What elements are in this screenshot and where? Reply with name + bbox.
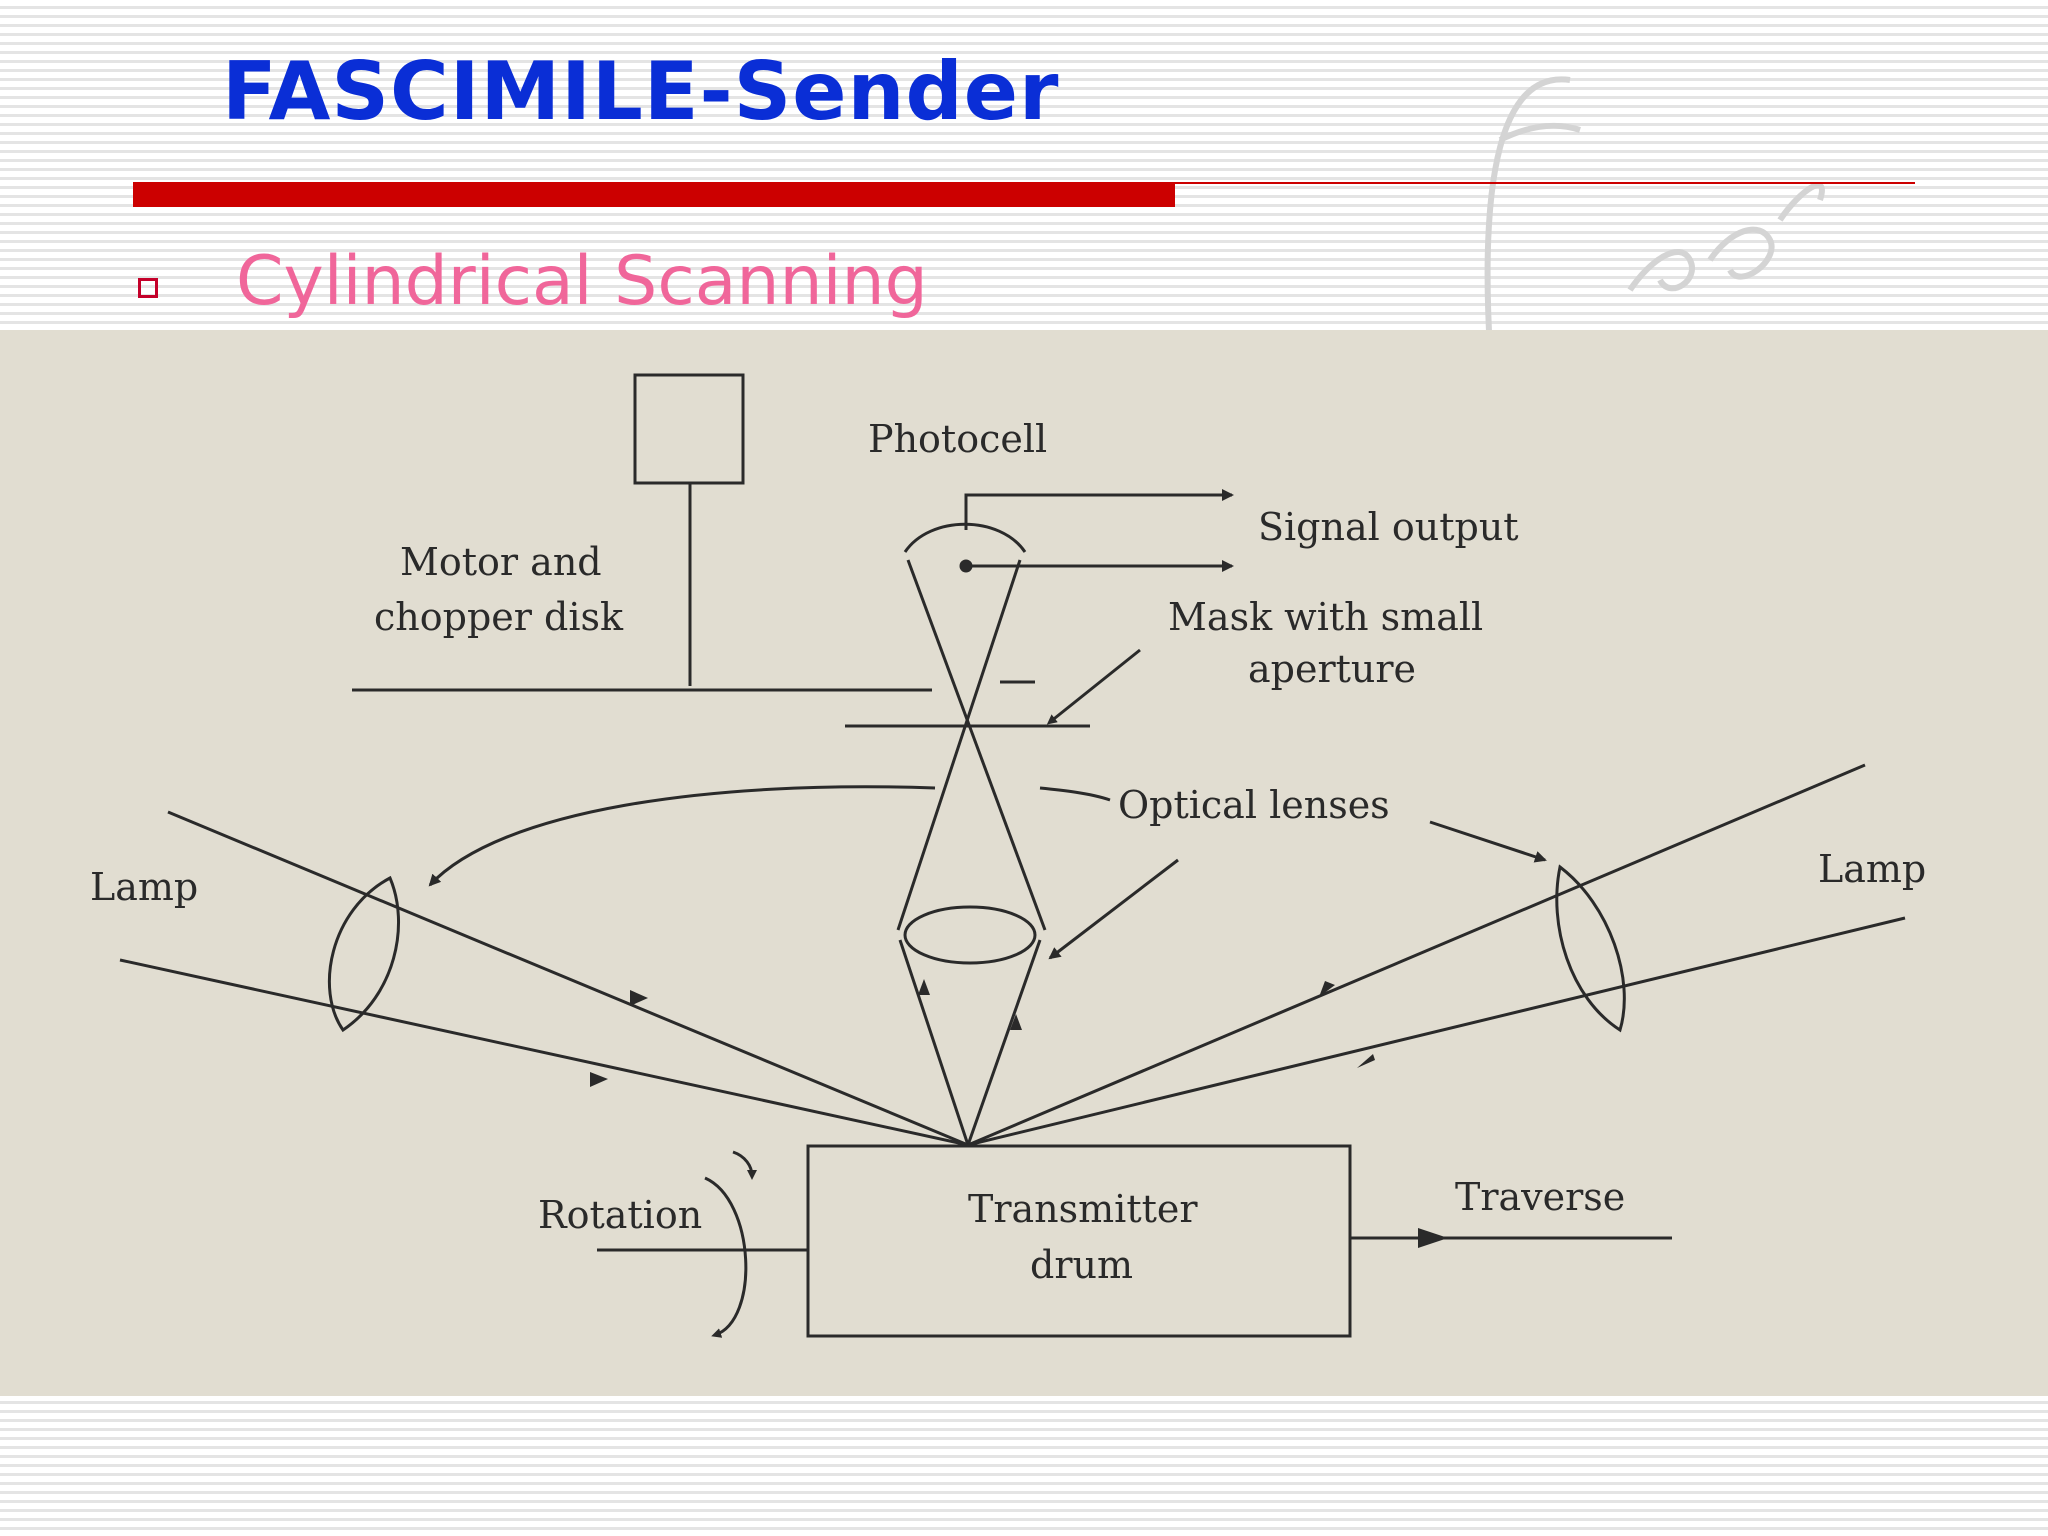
label-motor-line2: chopper disk (374, 595, 624, 639)
left-lamp-ray-bottom (119, 958, 969, 1147)
label-traverse: Traverse (1455, 1175, 1625, 1219)
label-mask-line2: aperture (1248, 647, 1416, 691)
lenses-arrow-right (1429, 820, 1547, 863)
left-lamp-ray-top (167, 810, 969, 1147)
ray-cross-left (906, 559, 1047, 931)
right-lamp-lens (1555, 864, 1626, 1033)
title-rule-thick (133, 182, 1175, 207)
scanning-diagram: Photocell Signal output Motor and choppe… (0, 330, 2048, 1396)
mask-pointer (1046, 648, 1141, 725)
transmitter-drum (806, 1144, 1352, 1338)
watermark-script (1484, 76, 1825, 351)
label-drum-line1: Transmitter (968, 1187, 1198, 1231)
bullet-square-icon (138, 278, 158, 298)
right-lamp-ray-bottom (967, 916, 1906, 1147)
rotation-arrow (704, 1176, 748, 1338)
label-rotation: Rotation (538, 1193, 702, 1237)
lenses-arrow-left (428, 785, 936, 887)
left-lamp-lens (327, 875, 401, 1033)
right-lamp-ray-top (967, 763, 1866, 1147)
label-lamp-right: Lamp (1818, 847, 1926, 891)
bullet-text: Cylindrical Scanning (236, 242, 928, 321)
label-optical-lenses: Optical lenses (1118, 783, 1390, 827)
label-photocell: Photocell (868, 417, 1047, 461)
diagram-svg: Photocell Signal output Motor and choppe… (90, 373, 1926, 1338)
label-lamp-left: Lamp (90, 865, 198, 909)
signal-output-line-1 (964, 489, 1234, 530)
title-rule-thin (1175, 182, 1915, 184)
label-motor-line1: Motor and (400, 540, 602, 584)
label-signal-output: Signal output (1258, 505, 1519, 549)
slide-title: FASCIMILE-Sender (222, 45, 1060, 138)
label-drum-line2: drum (1030, 1243, 1133, 1287)
label-mask-line1: Mask with small (1168, 595, 1483, 639)
central-lens (903, 905, 1037, 965)
ray-cross-right (896, 559, 1022, 931)
motor-box (633, 373, 745, 485)
ray-cone-left (898, 939, 970, 1146)
lenses-arrow-center (1048, 858, 1179, 960)
ray-cone-right (966, 939, 1042, 1146)
